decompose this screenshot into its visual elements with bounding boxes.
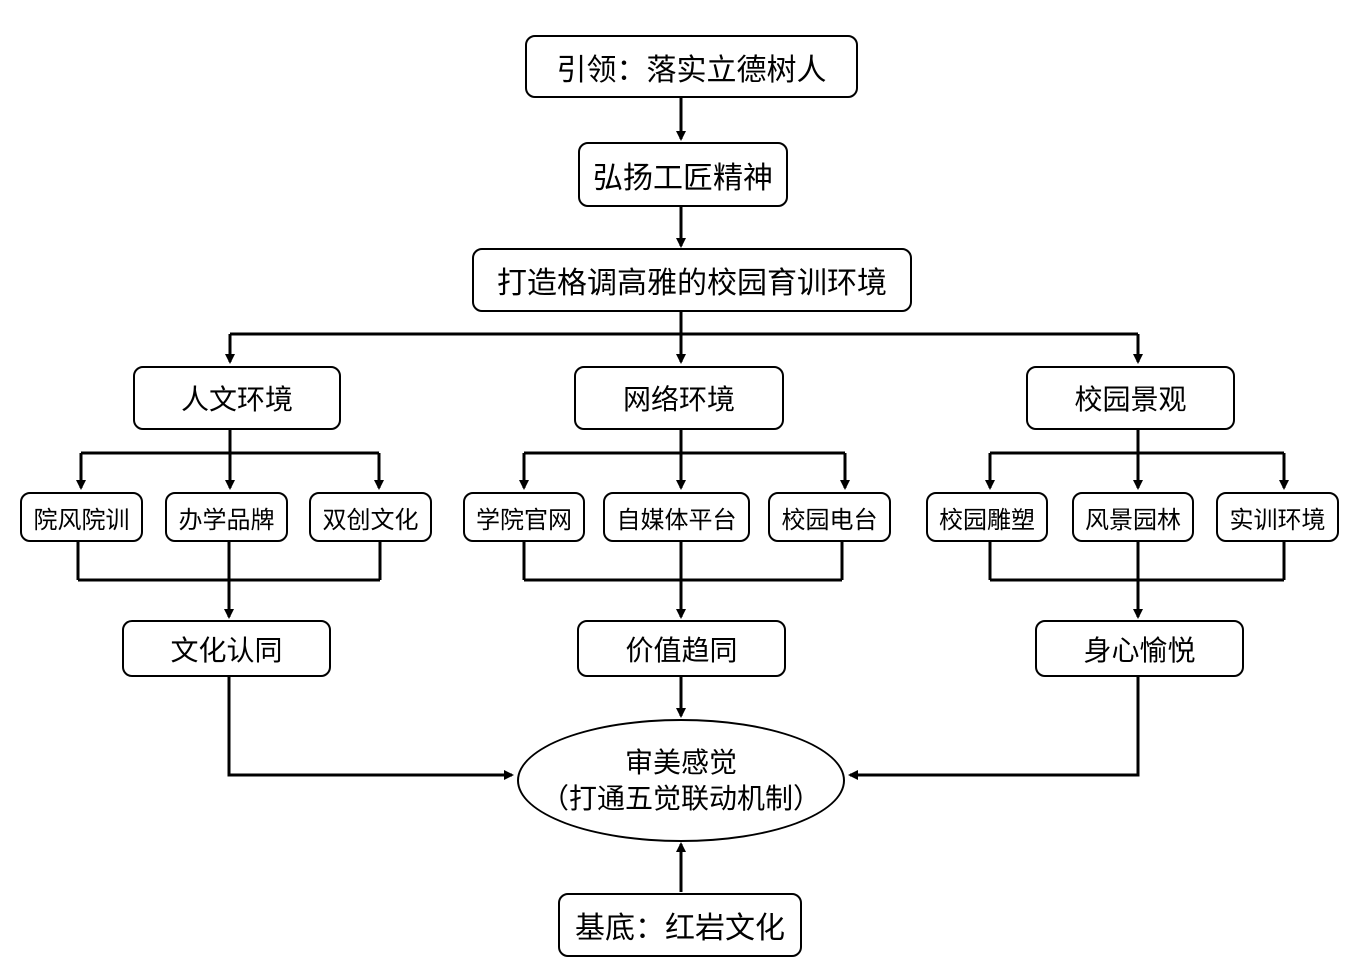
goal-node: 打造格调高雅的校园育训环境 (472, 248, 912, 312)
top-node: 引领：落实立德树人 (525, 35, 858, 98)
branch-3-result: 身心愉悦 (1035, 620, 1244, 677)
branch-2-item-1: 学院官网 (463, 492, 585, 542)
branch-2-result: 价值趋同 (577, 620, 786, 677)
arrow-result-1-to-center (227, 677, 514, 780)
center-ellipse: 审美感觉 （打通五觉联动机制） (517, 719, 845, 842)
branch-2-item-3: 校园电台 (768, 492, 891, 542)
center-subtitle: （打通五觉联动机制） (540, 781, 821, 815)
branch-3-item-1: 校园雕塑 (926, 492, 1048, 542)
arrow-result-3-to-center (848, 677, 1140, 780)
branch-header-3: 校园景观 (1026, 366, 1235, 430)
branch-1-item-3: 双创文化 (309, 492, 432, 542)
branch-1-item-1: 院风院训 (20, 492, 143, 542)
branch-header-1: 人文环境 (133, 366, 341, 430)
branch-1-item-2: 办学品牌 (165, 492, 288, 542)
spirit-node: 弘扬工匠精神 (578, 142, 788, 207)
branch-1-result: 文化认同 (122, 620, 331, 677)
base-node: 基底：红岩文化 (558, 893, 802, 957)
center-title: 审美感觉 (624, 745, 737, 779)
branch-2-item-2: 自媒体平台 (603, 492, 750, 542)
branch-3-item-2: 风景园林 (1072, 492, 1194, 542)
branch-3-item-3: 实训环境 (1216, 492, 1339, 542)
branch-header-2: 网络环境 (574, 366, 784, 430)
